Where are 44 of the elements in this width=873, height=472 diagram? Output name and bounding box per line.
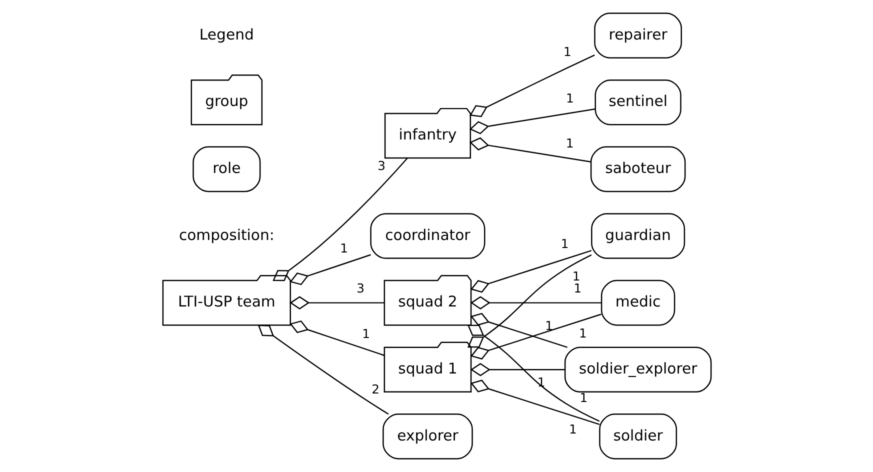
edge-label: 1 [565,91,574,106]
edge-label: 1 [579,391,588,406]
connector [470,312,567,348]
node-box: sentinel [594,79,681,126]
edge-label: 2 [371,382,379,396]
edge-label: 1 [573,281,582,296]
edge-label: 1 [568,422,576,436]
edge-label: 1 [362,327,370,342]
node-box: guardian [590,213,685,259]
node-box: soldier [598,414,677,460]
edge-label: 1 [544,319,552,334]
label: Legend [198,26,254,44]
connector [470,250,592,293]
edge-label: 3 [377,158,385,173]
edge-label: 1 [565,136,574,151]
legend-label: composition: [178,226,274,244]
node-box: soldier_explorer [564,346,712,393]
edge-label: 1 [560,236,568,251]
connector [257,324,388,415]
edge-label: 1 [572,270,580,284]
connector [470,296,601,310]
node-box: saboteur [590,146,686,192]
connector [468,137,591,162]
node-box: medic [600,280,675,326]
connector [289,254,370,286]
edge-label: 3 [356,281,364,296]
edge-label: 1 [563,44,571,59]
legend-label: role [212,160,240,178]
connector [466,324,600,422]
connector [289,296,384,310]
connector [470,314,601,360]
connector [466,254,592,348]
node-box: repairer [594,12,682,58]
connector [468,108,595,134]
node-box: coordinator [370,213,485,259]
legend-label: group [204,93,248,110]
node-box: explorer [382,414,472,460]
edge-label: 1 [340,241,348,256]
connector [470,362,564,376]
edge-label: 1 [578,326,586,341]
connector [469,54,594,118]
connector [272,158,408,282]
connector [289,320,384,356]
connector [470,380,600,426]
